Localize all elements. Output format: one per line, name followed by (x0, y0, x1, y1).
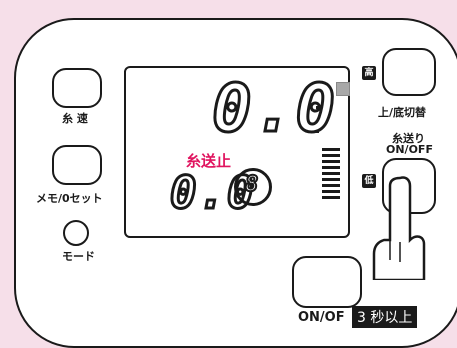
pointing-hand-icon (372, 176, 426, 280)
low-icon: 低 (362, 174, 376, 188)
onoff-label: ON/OF (298, 310, 345, 325)
main-value: 0.0 (210, 70, 338, 147)
mode-label: モード (62, 250, 95, 263)
circle-digit: 8 (244, 172, 261, 197)
mode-button[interactable] (63, 220, 89, 246)
dot-2 (316, 130, 319, 133)
dot-1 (316, 106, 319, 109)
memo-reset-label: メモ/0セット (36, 192, 103, 205)
high-icon: 高 (362, 66, 376, 80)
level-bars (322, 148, 340, 199)
lcd-display: 0.0 糸送止 0.0 8 (124, 66, 350, 238)
thread-speed-button[interactable] (52, 68, 102, 108)
memo-reset-button[interactable] (52, 145, 102, 185)
hold-3sec-badge: 3 秒以上 (352, 306, 418, 328)
thread-feed-label-1: 糸送り (392, 132, 425, 145)
stop-text: 糸送止 (186, 152, 232, 170)
rotate-circle-icon (234, 168, 272, 206)
thread-speed-icon-label: 糸 速 (62, 112, 88, 125)
up-down-switch-label: 上/底切替 (378, 106, 427, 119)
onoff-button[interactable] (292, 256, 362, 308)
up-down-switch-button[interactable] (382, 48, 436, 96)
indicator-square (336, 82, 350, 96)
thread-feed-label-2: ON/OFF (386, 143, 433, 156)
